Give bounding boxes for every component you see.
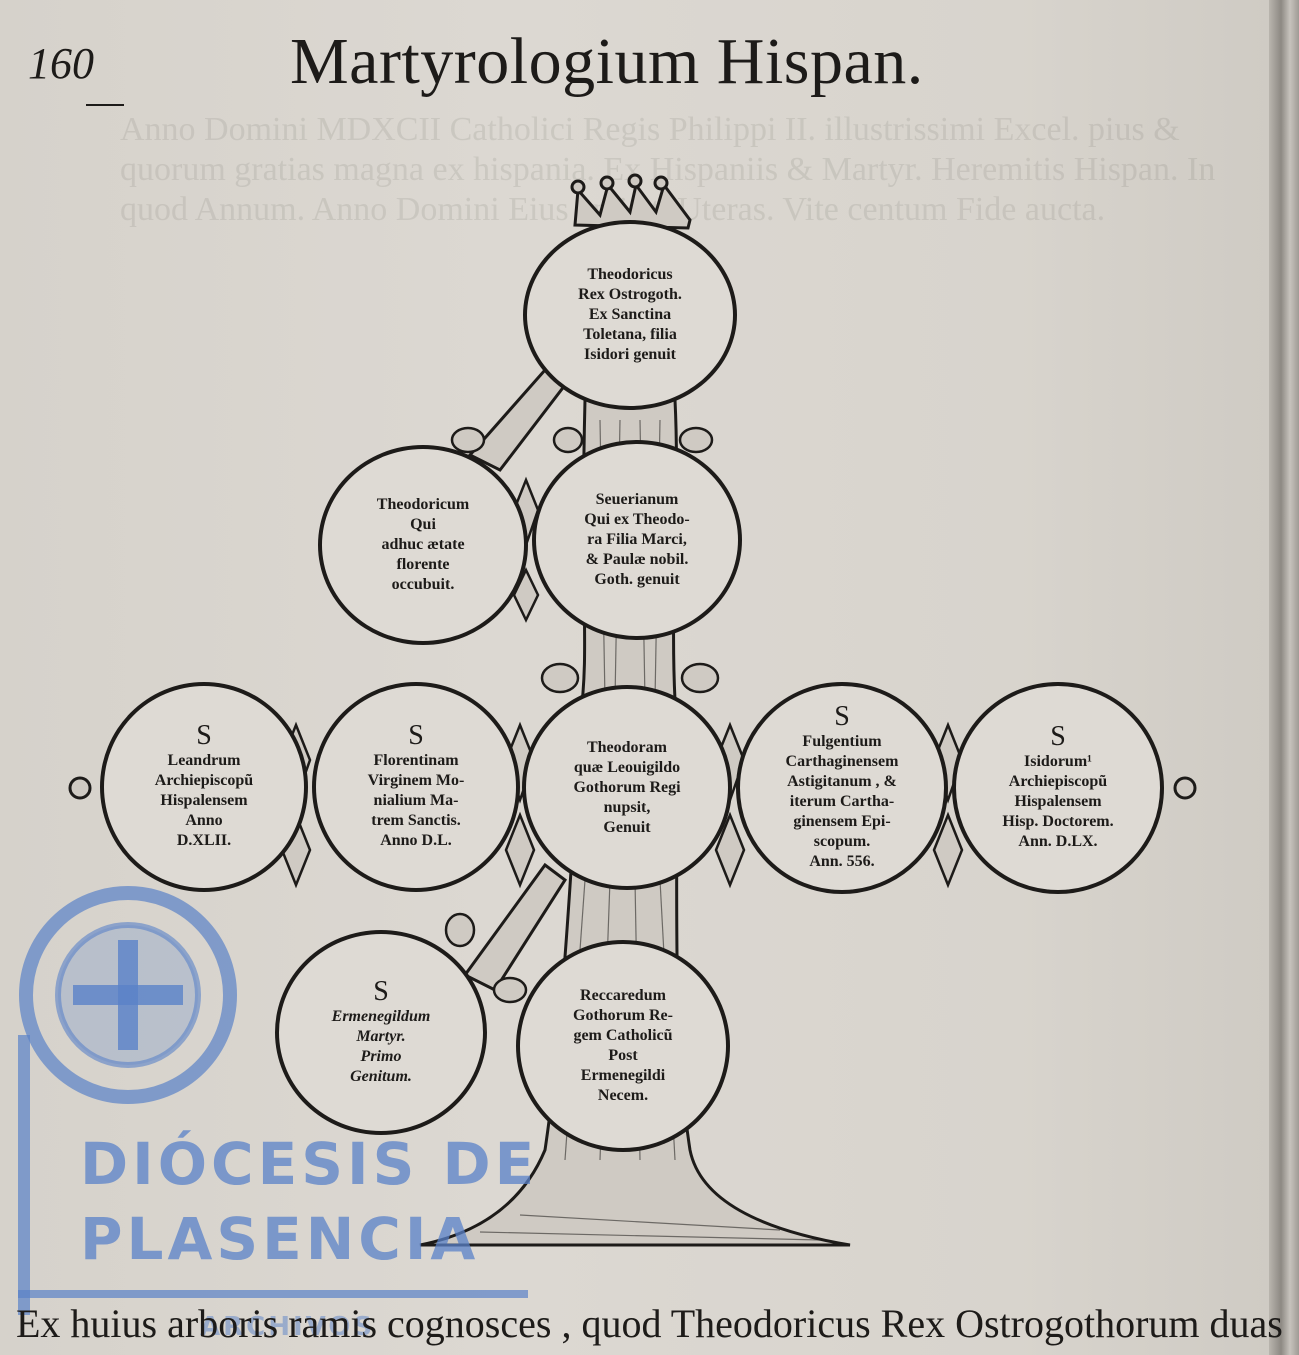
saint-mark: S (834, 701, 850, 732)
saint-mark: S (196, 720, 212, 751)
watermark-line-1: DIÓCESIS DE (80, 1130, 539, 1198)
tree-node-theodoram: Theodoram quæ Leouigildo Gothorum Regi n… (522, 685, 732, 890)
tree-node-theodoricum: Theodoricum Qui adhuc ætate florente occ… (318, 445, 528, 645)
connector-diamond (932, 811, 964, 889)
left-knob (68, 776, 92, 800)
connector-diamond (504, 811, 536, 889)
leaf-curl (678, 426, 714, 454)
connector-diamond (714, 811, 746, 889)
node-text: Seuerianum Qui ex Theodo- ra Filia Marci… (584, 491, 690, 588)
leaf-curl (444, 912, 476, 948)
node-text: Theodoricus Rex Ostrogoth. Ex Sanctina T… (578, 266, 682, 363)
right-knob (1173, 776, 1197, 800)
tree-node-theodoricus: Theodoricus Rex Ostrogoth. Ex Sanctina T… (523, 220, 737, 410)
tree-node-reccaredum: Reccaredum Gothorum Re- gem Catholicũ Po… (516, 940, 730, 1152)
node-text: Fulgentium Carthaginensem Astigitanum , … (785, 733, 899, 870)
page-edge (1269, 0, 1299, 1355)
tree-node-leandrum: S Leandrum Archiepiscopũ Hispalensem Ann… (100, 682, 308, 892)
page-number: 160 (28, 39, 94, 88)
leaf-curl (492, 976, 528, 1004)
leaf-curl (552, 426, 584, 454)
leaf-curl (540, 662, 580, 694)
node-text: Ermenegildum Martyr. Primo Genitum. (331, 1007, 431, 1085)
node-text: Leandrum Archiepiscopũ Hispalensem Anno … (154, 752, 254, 849)
node-text: Theodoram quæ Leouigildo Gothorum Regi n… (573, 738, 681, 836)
tree-node-seuerianum: Seuerianum Qui ex Theodo- ra Filia Marci… (532, 440, 742, 640)
node-text: Reccaredum Gothorum Re- gem Catholicũ Po… (573, 987, 673, 1104)
watermark-line-3: ARCHIVOS (200, 1312, 376, 1342)
tree-node-ermenegildum: S Ermenegildum Martyr. Primo Genitum. (275, 930, 487, 1135)
saint-mark: S (1050, 721, 1066, 752)
body-text-line: Ex huius arboris ramis cognosces , quod … (16, 1301, 1283, 1346)
saint-mark: S (373, 975, 389, 1007)
watermark-line-2: PLASENCIA (80, 1205, 480, 1273)
tree-node-florentinam: S Florentinam Virginem Mo- nialium Ma- t… (312, 682, 520, 892)
branch-upper-left (467, 367, 568, 472)
page-number-underline (86, 104, 124, 106)
leaf-curl (450, 426, 486, 454)
node-text: Theodoricum Qui adhuc ætate florente occ… (376, 496, 470, 593)
tree-node-fulgentium: S Fulgentium Carthaginensem Astigitanum … (736, 682, 948, 894)
running-head: Martyrologium Hispan. (290, 25, 924, 98)
saint-mark: S (408, 720, 424, 751)
node-text: Florentinam Virginem Mo- nialium Ma- tre… (367, 752, 465, 849)
tree-node-isidorum: S Isidorum¹ Archiepiscopũ Hispalensem Hi… (952, 682, 1164, 894)
leaf-curl (680, 662, 720, 694)
node-text: Isidorum¹ Archiepiscopũ Hispalensem Hisp… (1002, 753, 1114, 850)
